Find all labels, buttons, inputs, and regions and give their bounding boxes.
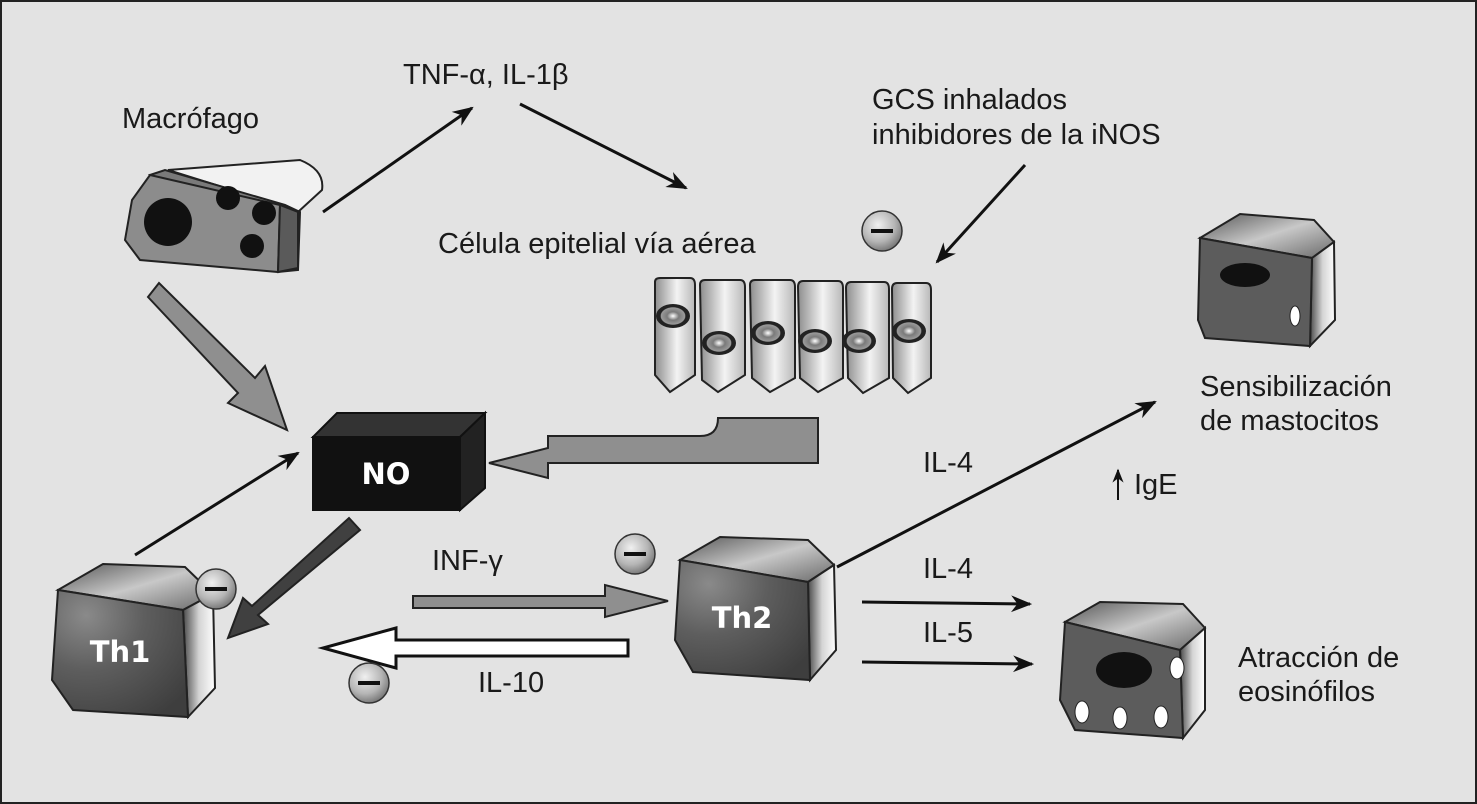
- label-gcs-line2: inhibidores de la iNOS: [872, 119, 1161, 151]
- label-th2: Th2: [712, 601, 773, 635]
- arrow-macrophage-to-no: [146, 281, 289, 432]
- minus-badge-il10: [348, 662, 390, 704]
- label-il4-mid: IL-4: [923, 553, 973, 585]
- arrow-th1-to-no: [134, 451, 300, 557]
- label-macrofago: Macrófago: [122, 103, 259, 135]
- label-sens-line1: Sensibilización: [1200, 371, 1392, 403]
- th2-cell: [673, 535, 838, 683]
- label-gcs-line1: GCS inhalados: [872, 84, 1067, 116]
- arrow-inf-gamma: [412, 583, 669, 619]
- label-sens-line2: de mastocitos: [1200, 405, 1379, 437]
- arrow-tnf-to-epithelium: [519, 102, 688, 190]
- minus-badge-th1: [195, 568, 237, 610]
- th1-cell: [50, 562, 217, 720]
- mast-cell: [1196, 212, 1337, 349]
- label-no: NO: [362, 457, 411, 491]
- label-inf-gamma: INF-γ: [432, 545, 503, 577]
- label-th1: Th1: [90, 635, 151, 669]
- arrow-il4-to-eosinophil: [861, 595, 1033, 613]
- macrophage-cell: [123, 158, 324, 274]
- arrow-gcs-to-epithelium: [935, 163, 1027, 264]
- arrow-il5-to-eosinophil: [861, 655, 1035, 673]
- arrow-il10: [317, 626, 630, 670]
- arrow-no-to-th1: [226, 516, 362, 640]
- arrow-epithelium-to-no: [488, 417, 819, 480]
- label-tnf: TNF-α, IL-1β: [403, 59, 569, 91]
- arrow-th2-to-mast-cell: [836, 400, 1157, 569]
- label-il5: IL-5: [923, 617, 973, 649]
- minus-badge-gcs: [861, 210, 903, 252]
- label-atrac-line2: eosinófilos: [1238, 676, 1375, 708]
- label-il4-top: IL-4: [923, 447, 973, 479]
- eosinophil-cell: [1058, 600, 1207, 741]
- minus-badge-th2: [614, 533, 656, 575]
- epithelial-cells: [654, 277, 932, 395]
- label-il10: IL-10: [478, 667, 544, 699]
- label-ige: IgE: [1134, 469, 1178, 501]
- arrow-macrophage-to-tnf: [322, 106, 474, 214]
- label-atrac-line1: Atracción de: [1238, 642, 1399, 674]
- label-celula-epitelial: Célula epitelial vía aérea: [438, 228, 756, 260]
- no-box: [310, 410, 488, 513]
